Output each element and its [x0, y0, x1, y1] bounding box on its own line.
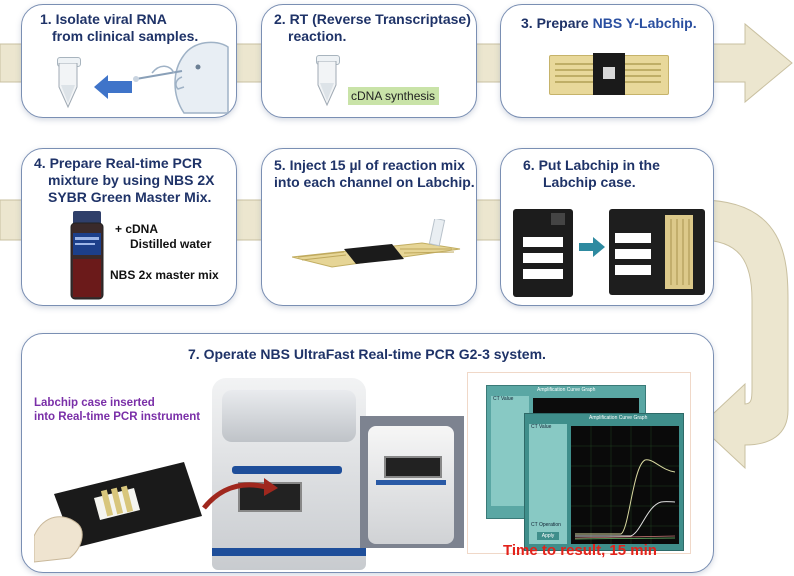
front-apply-button: Apply: [537, 532, 559, 540]
front-ct-header: CT Value: [531, 424, 552, 430]
step7-card: 7. Operate NBS UltraFast Real-time PCR G…: [21, 333, 714, 573]
step5-title-line2: into each channel on Labchip.: [274, 174, 475, 190]
caption-line2: into Real-time PCR instrument: [34, 411, 201, 423]
master-mix-bottle-icon: [70, 211, 104, 300]
step3-title-highlight: NBS Y-Labchip.: [592, 15, 697, 31]
back-ct-panel: CT Value: [491, 396, 529, 506]
step1-title-line1: 1. Isolate viral RNA: [40, 11, 167, 27]
labchip-case-empty-image: [513, 209, 573, 297]
pcr-instrument-large-image: [212, 378, 366, 570]
step6-title-line2: Labchip case.: [543, 174, 636, 190]
step5-card: 5. Inject 15 µl of reaction mix into eac…: [261, 148, 477, 306]
back-window-title: Amplification Curve Graph: [537, 387, 596, 393]
cdna-synthesis-label: cDNA synthesis: [348, 87, 439, 105]
front-ct-ops: CT Operation: [531, 522, 561, 528]
pcr-instrument-small-image: [360, 416, 464, 548]
labchip-inserted-caption: Labchip case inserted into Real-time PCR…: [34, 396, 200, 424]
step2-title-line1: 2. RT (Reverse Transcriptase): [274, 11, 471, 27]
step1-title-line2: from clinical samples.: [52, 28, 199, 44]
software-screenshot: Amplification Curve Graph CT Value Ampli…: [467, 372, 691, 554]
left-arrow-icon: [94, 75, 132, 99]
cdna-label: + cDNA: [115, 222, 159, 236]
front-ct-panel: CT Value CT Operation Apply: [529, 424, 567, 544]
step2-title-line2: reaction.: [288, 28, 347, 44]
step4-title-line2: mixture by using NBS 2X: [48, 172, 215, 188]
back-ct-header: CT Value: [493, 396, 514, 402]
step6-title-line1: 6. Put Labchip in the: [523, 157, 660, 173]
step4-title-line3: SYBR Green Master Mix.: [48, 189, 212, 205]
step7-title: 7. Operate NBS UltraFast Real-time PCR G…: [188, 346, 546, 362]
master-mix-label: NBS 2x master mix: [110, 268, 219, 282]
distilled-water-label: Distilled water: [130, 237, 212, 251]
patient-swab-icon: [133, 41, 229, 114]
labchip-case-loaded-image: [609, 209, 705, 295]
step3-title-prefix: 3. Prepare: [521, 15, 593, 31]
step3-card: 3. Prepare NBS Y-Labchip.: [500, 4, 714, 118]
step6-card: 6. Put Labchip in the Labchip case.: [500, 148, 714, 306]
insert-arrow-icon: [202, 478, 278, 510]
caption-line1: Labchip case inserted: [34, 397, 155, 409]
right-arrow-icon: [579, 237, 605, 257]
step1-card: 1. Isolate viral RNA from clinical sampl…: [21, 4, 237, 118]
step4-card: 4. Prepare Real-time PCR mixture by usin…: [21, 148, 237, 306]
hand-holding-case-image: [34, 462, 202, 563]
step4-title-line1: 4. Prepare Real-time PCR: [34, 155, 203, 171]
step5-title-line1: 5. Inject 15 µl of reaction mix: [274, 157, 465, 173]
front-window-title: Amplification Curve Graph: [589, 415, 648, 421]
amplification-curve-graph: [571, 426, 679, 544]
step2-card: 2. RT (Reverse Transcriptase) reaction. …: [261, 4, 477, 118]
time-to-result-label: Time to result, 15 min: [503, 542, 657, 559]
uturn-arrow: [699, 199, 789, 470]
software-window-front: Amplification Curve Graph CT Value CT Op…: [524, 413, 684, 551]
